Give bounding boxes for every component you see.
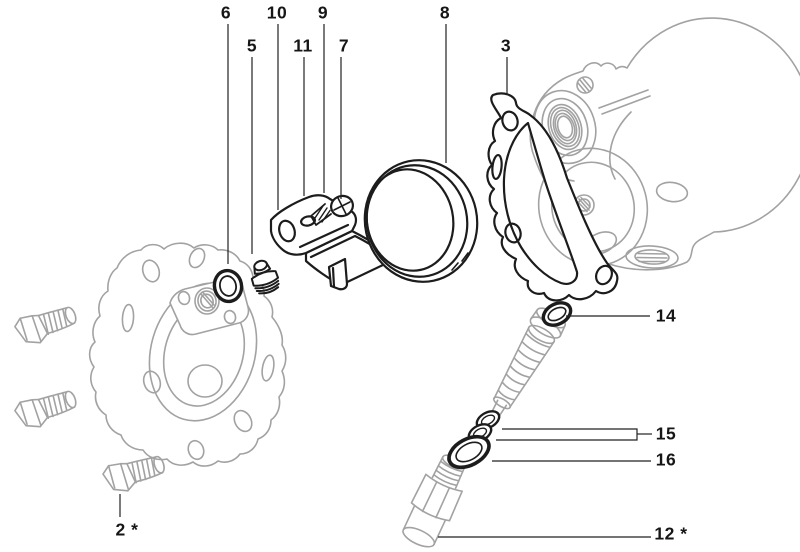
part-housing <box>529 17 800 271</box>
part-screw <box>310 194 354 226</box>
callout-7: 7 <box>338 35 350 56</box>
callout-6: 6 <box>220 2 232 23</box>
part-gasket <box>486 92 619 302</box>
callout-15: 15 <box>655 423 677 444</box>
part-bolt-2 <box>11 382 81 434</box>
callout-2: 2 * <box>115 519 139 540</box>
part-cap <box>363 159 479 283</box>
part-breather-plug <box>250 259 280 295</box>
part-bolt-1 <box>11 298 81 350</box>
part-seal-ring <box>212 268 244 304</box>
callout-3: 3 <box>500 35 512 56</box>
callout-10: 10 <box>266 2 288 23</box>
callout-8: 8 <box>439 2 451 23</box>
callout-16: 16 <box>655 449 677 470</box>
leader-lines <box>119 24 652 538</box>
callout-11: 11 <box>293 35 313 56</box>
part-o-ring-16 <box>447 434 491 470</box>
callout-14: 14 <box>655 305 677 326</box>
callout-9: 9 <box>317 2 329 23</box>
callout-5: 5 <box>246 35 258 56</box>
callout-12: 12 * <box>654 523 688 544</box>
part-o-ring-14 <box>541 301 573 327</box>
